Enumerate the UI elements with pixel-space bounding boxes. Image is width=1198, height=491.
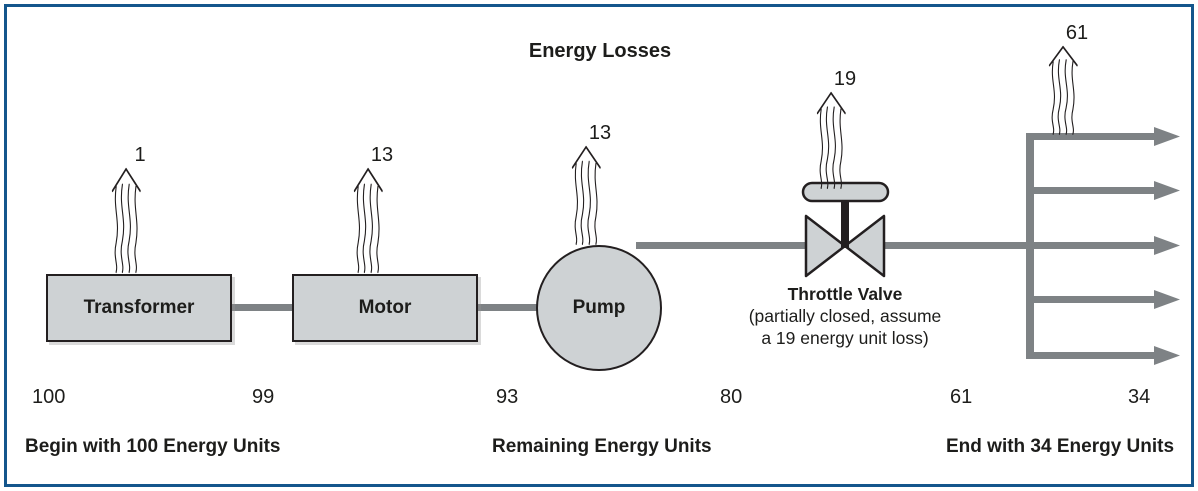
stage-value-93: 93 (496, 386, 519, 408)
heat-loss-value-pump: 13 (588, 122, 612, 144)
stage-value-99: 99 (252, 386, 275, 408)
diagram-title: Energy Losses (528, 40, 672, 62)
heat-loss-value-valve: 19 (833, 68, 857, 90)
caption-end: End with 34 Energy Units (946, 436, 1175, 457)
component-motor-label: Motor (358, 297, 412, 318)
stage-value-80: 80 (720, 386, 743, 408)
throttle-valve-caption: Throttle Valve (partially closed, assume… (749, 283, 942, 349)
component-motor[interactable]: Motor (292, 274, 478, 342)
throttle-valve-note-line-1: (partially closed, assume (748, 306, 942, 326)
component-transformer[interactable]: Transformer (46, 274, 232, 342)
heat-loss-value-outlet: 61 (1065, 22, 1089, 44)
caption-remaining: Remaining Energy Units (492, 436, 712, 457)
throttle-valve-note-line-2: a 19 energy unit loss) (761, 328, 929, 348)
stage-value-100: 100 (32, 386, 66, 408)
component-pump[interactable]: Pump (536, 245, 662, 371)
stage-value-61: 61 (950, 386, 973, 408)
heat-loss-value-transformer: 1 (134, 144, 146, 166)
caption-begin: Begin with 100 Energy Units (25, 436, 281, 457)
heat-loss-value-motor: 13 (370, 144, 394, 166)
stage-value-34: 34 (1128, 386, 1151, 408)
component-transformer-label: Transformer (83, 297, 195, 318)
throttle-valve-title: Throttle Valve (787, 284, 903, 304)
component-pump-label: Pump (572, 297, 626, 318)
